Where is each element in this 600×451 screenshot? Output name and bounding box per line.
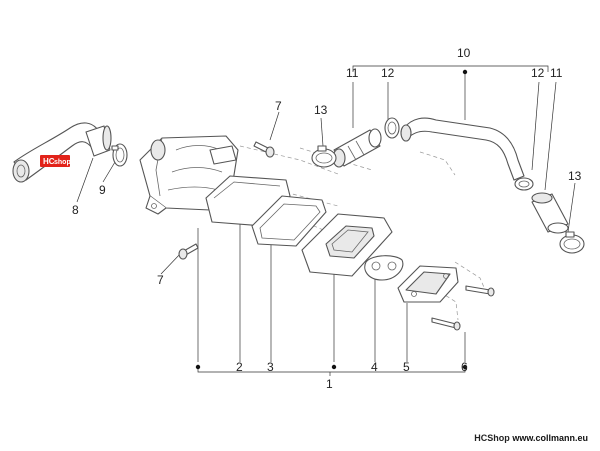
callout-7-bottom: 7 — [157, 273, 164, 287]
oval-gasket — [364, 255, 404, 281]
callout-9: 9 — [99, 183, 106, 197]
hc-shop-badge: HC shop — [40, 155, 71, 167]
callout-13-left: 13 — [314, 103, 328, 117]
callout-1: 1 — [326, 377, 333, 391]
screw-part-6-upper — [465, 285, 495, 297]
callout-12-right: 12 — [531, 66, 545, 80]
screw-part-7-bottom — [178, 243, 199, 260]
sleeve-part-11-right — [531, 192, 569, 234]
footer-shop: HCShop — [474, 433, 510, 443]
clamp-part-9 — [111, 143, 128, 167]
clamp-part-13-right — [559, 231, 585, 254]
sleeve-part-11-left — [332, 128, 382, 168]
callout-5: 5 — [403, 360, 410, 374]
footer-url[interactable]: www.collmann.eu — [512, 433, 588, 443]
badge-box — [40, 155, 70, 167]
clamp-part-12-left — [384, 117, 400, 139]
callout-3: 3 — [267, 360, 274, 374]
hose-part-8 — [12, 122, 112, 183]
callout-13-right: 13 — [568, 169, 582, 183]
callout-2: 2 — [236, 360, 243, 374]
badge-left-text: HC — [43, 157, 55, 166]
callout-6: 6 — [461, 360, 468, 374]
callout-8: 8 — [72, 203, 79, 217]
callout-12-left: 12 — [381, 66, 395, 80]
badge-right-text: shop — [54, 159, 71, 166]
reed-block-part-4 — [301, 213, 393, 277]
clamp-part-13-left — [311, 145, 337, 168]
callout-11-left: 11 — [346, 66, 359, 80]
screw-part-7-top — [253, 141, 275, 158]
reed-plate-part-5 — [397, 265, 459, 303]
gasket-part-3 — [251, 195, 327, 247]
leader-dots — [195, 69, 468, 370]
callout-11-right: 11 — [550, 66, 563, 80]
callout-4: 4 — [371, 360, 378, 374]
callout-7-top: 7 — [275, 99, 282, 113]
clamp-part-12-right — [514, 177, 534, 191]
callout-10: 10 — [457, 46, 471, 60]
screw-part-6-lower — [431, 317, 461, 331]
callout-labels: 1 2 3 4 5 6 7 7 8 9 10 11 11 12 12 13 13 — [72, 46, 582, 391]
footer-credit: HCShop www.collmann.eu — [474, 433, 588, 443]
leader-lines — [76, 65, 576, 376]
pipe-part-10 — [400, 117, 525, 181]
